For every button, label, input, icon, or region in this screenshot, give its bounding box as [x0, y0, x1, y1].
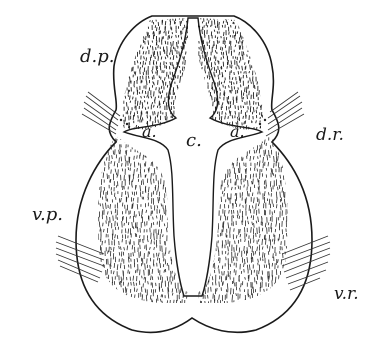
grey-matter-dorsal-left: [114, 15, 190, 138]
label-c: c.: [186, 132, 202, 150]
label-a-right: a.: [230, 124, 245, 140]
white-matter-ventral-right: [194, 131, 294, 308]
label-vr: v.r.: [334, 286, 359, 303]
label-a-left: a.: [142, 124, 157, 140]
label-dr: d.r.: [316, 127, 344, 144]
label-vp: v.p.: [32, 206, 63, 224]
label-dp: d.p.: [80, 48, 115, 66]
grey-matter-dorsal-right: [194, 15, 266, 136]
white-matter-ventral-left: [94, 131, 191, 307]
